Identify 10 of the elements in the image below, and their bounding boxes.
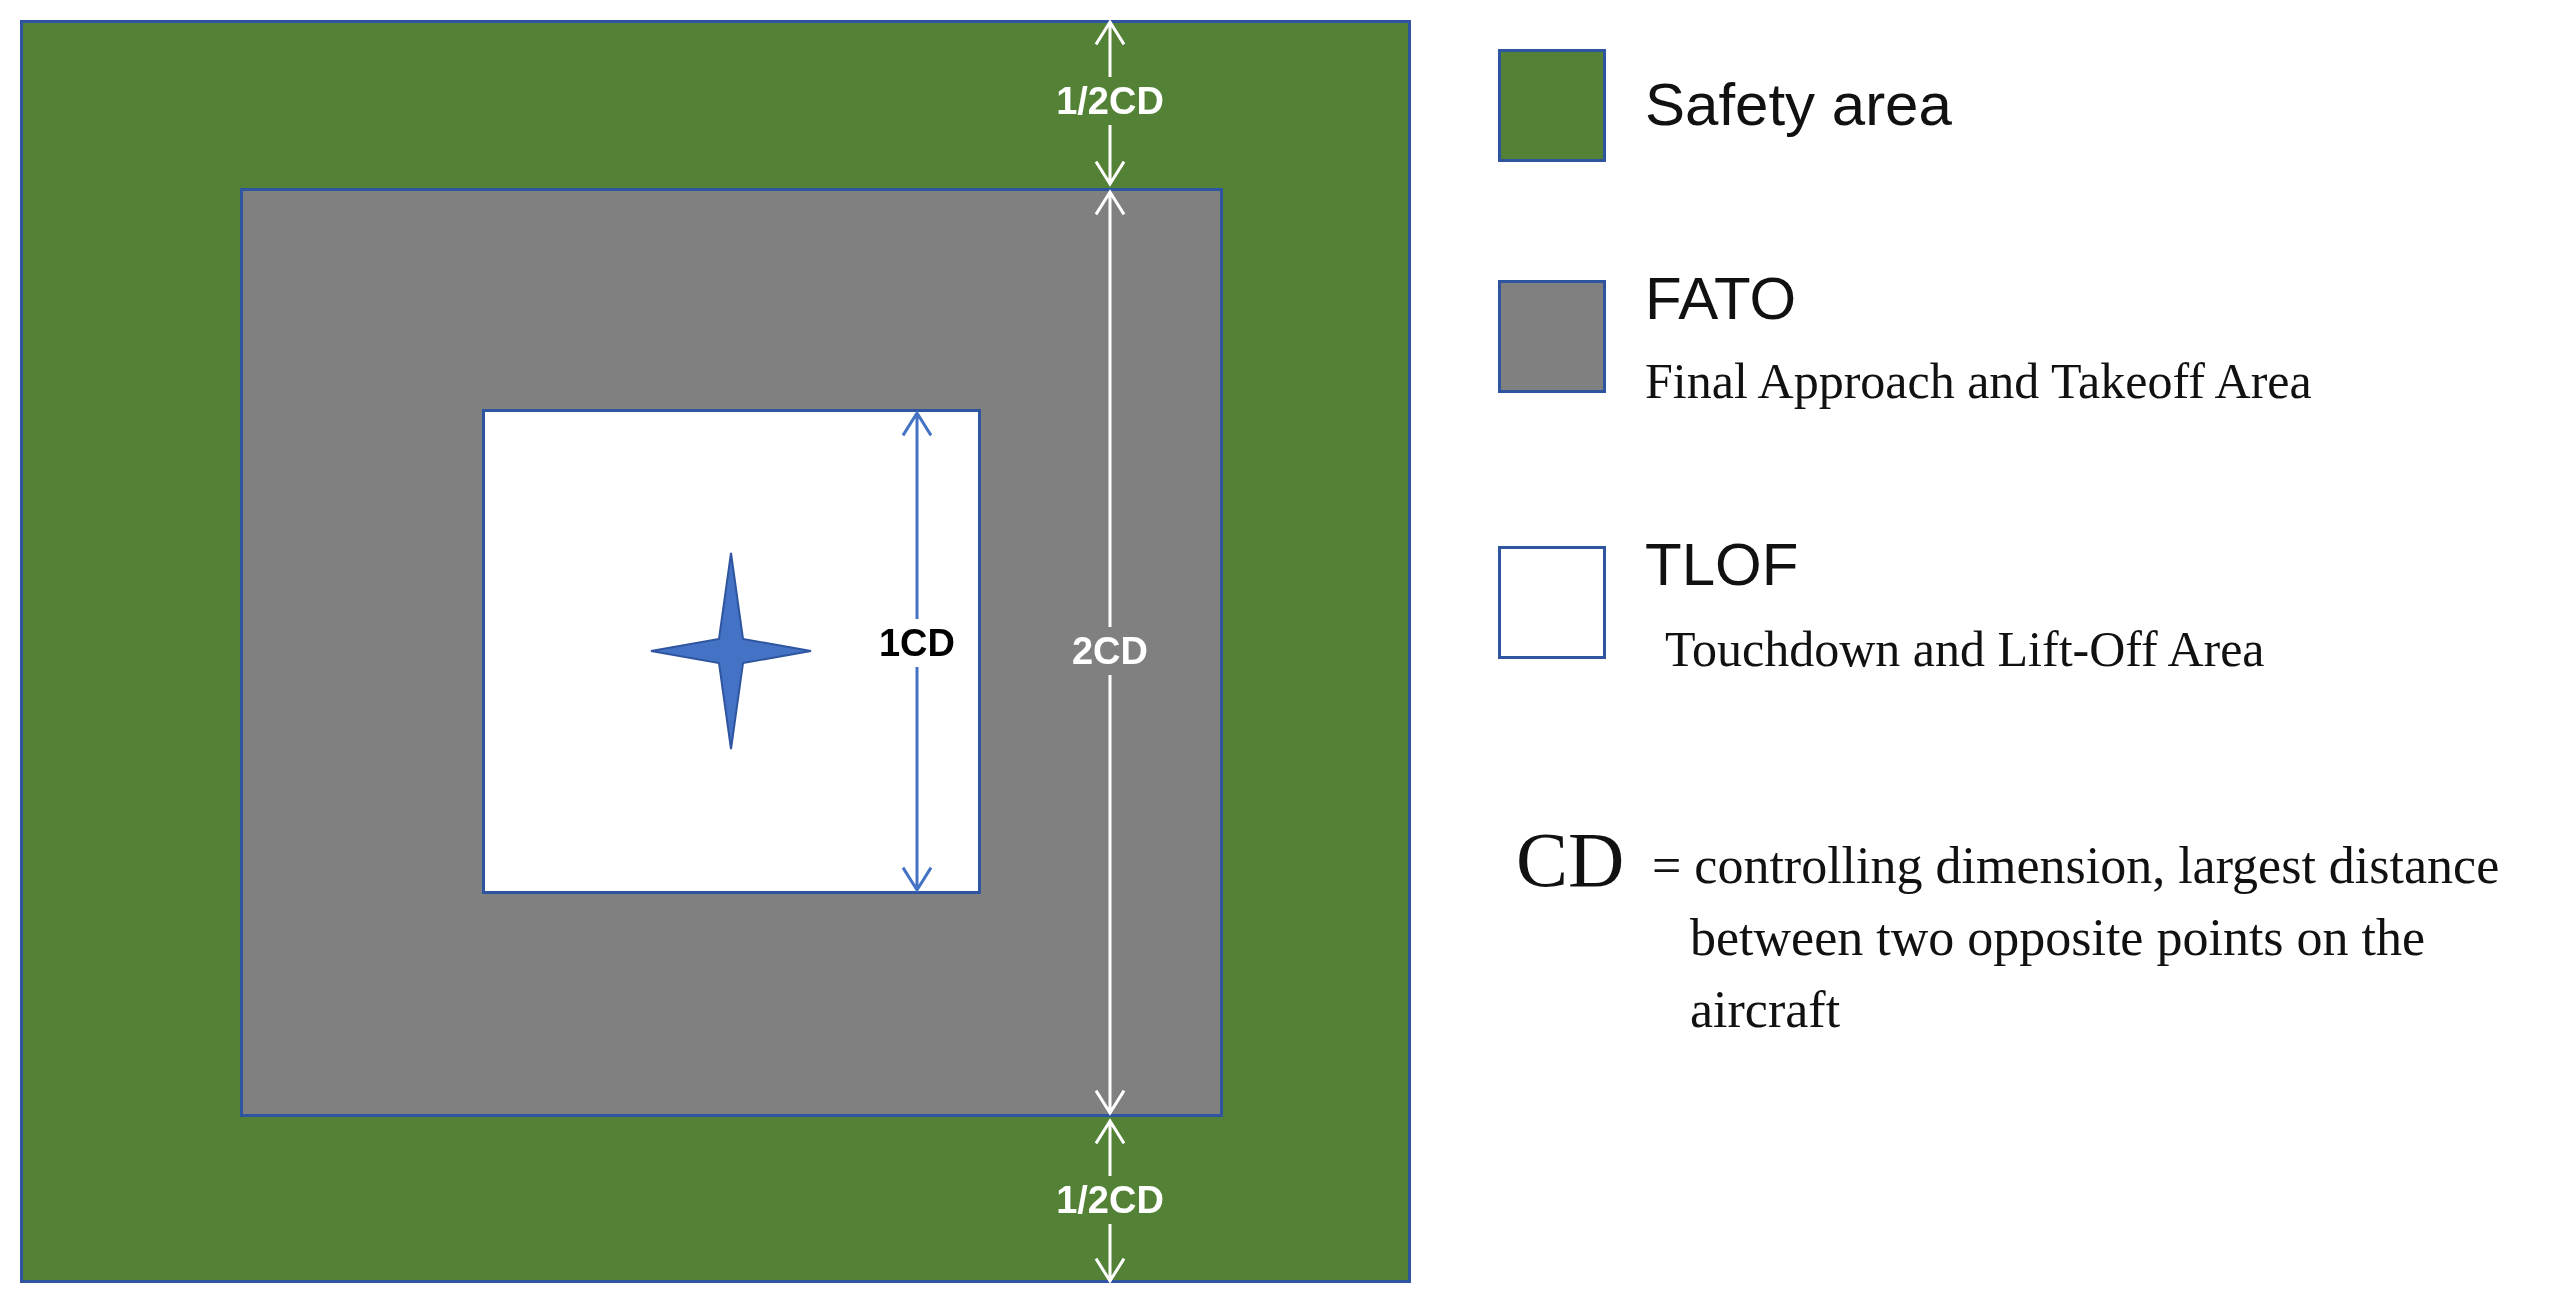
fato-area <box>240 188 1223 1117</box>
tlof-area <box>482 409 981 894</box>
definition-text: = controlling dimension, largest distance between two opposite points on the aircraft <box>1652 836 2501 1040</box>
safety-area <box>20 20 1411 1283</box>
legend-label: FATO <box>1645 264 1797 334</box>
legend-description: Touchdown and Lift-Off Area <box>1665 620 2265 678</box>
legend-description: Final Approach and Takeoff Area <box>1645 352 2312 410</box>
abbreviation: CD <box>1516 815 1625 905</box>
legend-label: TLOF <box>1645 530 1799 600</box>
legend-label: Safety area <box>1645 70 1952 140</box>
